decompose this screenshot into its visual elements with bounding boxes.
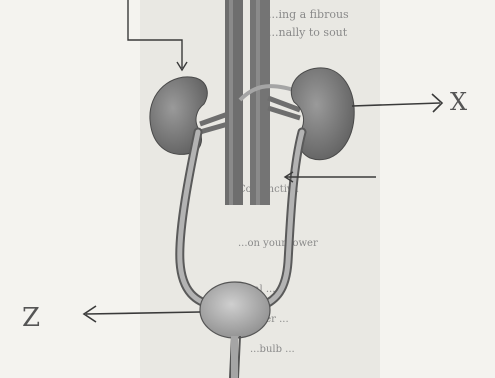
bg-text-7: ...bulb ... bbox=[250, 344, 295, 355]
aorta bbox=[225, 0, 243, 205]
bg-text-1: ...ing a fibrous bbox=[268, 8, 349, 21]
bg-text-2: ...nally to sout bbox=[268, 26, 348, 39]
label-x: X bbox=[450, 88, 467, 116]
urinary-bladder bbox=[200, 282, 270, 338]
label-z: Z bbox=[22, 303, 40, 333]
bg-text-4: ...on your lower bbox=[238, 238, 318, 249]
